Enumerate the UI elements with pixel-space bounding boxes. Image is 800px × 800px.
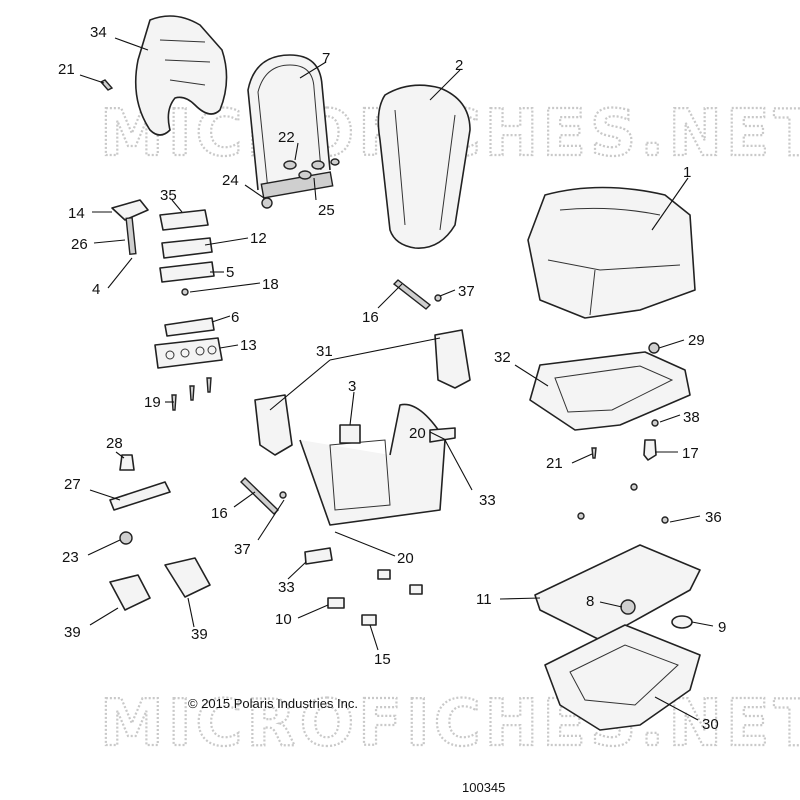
part-23-nut [119, 531, 133, 545]
callout-5: 5 [226, 264, 234, 281]
callout-20-lower: 20 [397, 550, 414, 567]
callout-27: 27 [64, 476, 81, 493]
callout-29: 29 [688, 332, 705, 349]
callout-30: 30 [702, 716, 719, 733]
part-14-latch-handle [111, 199, 149, 255]
part-24-nut [261, 197, 273, 209]
callout-28: 28 [106, 435, 123, 452]
callout-4: 4 [92, 281, 100, 298]
callout-21: 21 [58, 61, 75, 78]
part-33-strap-right [429, 427, 456, 443]
part-16-strap-top [392, 279, 442, 310]
callout-25: 25 [318, 202, 335, 219]
callout-7: 7 [322, 50, 330, 67]
callout-12: 12 [250, 230, 267, 247]
callout-36: 36 [705, 509, 722, 526]
callout-24: 24 [222, 172, 239, 189]
callout-10: 10 [275, 611, 292, 628]
part-6-plate [164, 317, 215, 337]
callout-8: 8 [586, 593, 594, 610]
part-8-grommet [620, 599, 636, 615]
callout-9: 9 [718, 619, 726, 636]
callout-1: 1 [683, 164, 691, 181]
callout-26: 26 [71, 236, 88, 253]
callout-37: 37 [458, 283, 475, 300]
part-11-gasket [534, 544, 701, 641]
callout-19: 19 [144, 394, 161, 411]
part-36-clips [577, 483, 669, 524]
callout-16-left: 16 [211, 505, 228, 522]
callout-18: 18 [262, 276, 279, 293]
callout-6: 6 [231, 309, 239, 326]
part-27-plate [109, 481, 171, 511]
part-16-strap-left [240, 477, 287, 515]
part-17-pin [643, 439, 657, 461]
part-10-clip [327, 597, 345, 609]
part-34-seat-back-shell [134, 15, 228, 136]
callout-21-right: 21 [546, 455, 563, 472]
part-21-screw-right [591, 447, 597, 459]
callout-39-right: 39 [191, 626, 208, 643]
callout-39-left: 39 [64, 624, 81, 641]
part-21-screw [99, 79, 114, 91]
callout-11: 11 [476, 591, 492, 608]
callout-37-left: 37 [234, 541, 251, 558]
callout-23: 23 [62, 549, 79, 566]
part-15-clip [361, 614, 377, 626]
part-12-bracket [161, 237, 213, 259]
part-28-pin [119, 454, 135, 471]
part-7-roll-frame [247, 54, 334, 199]
part-13-pad [154, 337, 223, 369]
part-33-strap-left [304, 547, 333, 565]
part-small-clips [377, 569, 423, 595]
callout-38: 38 [683, 409, 700, 426]
callout-numbers: 34 21 7 2 22 24 25 1 35 14 12 26 5 4 18 … [58, 24, 726, 733]
callout-2: 2 [455, 57, 463, 74]
callout-17: 17 [682, 445, 699, 462]
part-32-seat-base [529, 351, 691, 431]
callout-3: 3 [348, 378, 356, 395]
part-3-seat-frame [299, 403, 446, 526]
part-35-plate [159, 209, 209, 231]
part-19-screws [171, 377, 212, 411]
copyright-notice: © 2015 Polaris Industries Inc. [188, 696, 358, 711]
part-9-plug [671, 615, 693, 629]
leader-lines [79, 37, 714, 721]
callout-32: 32 [494, 349, 511, 366]
part-38-washer [651, 419, 659, 427]
callout-34: 34 [90, 24, 107, 41]
figure-number: 100345 [462, 780, 506, 795]
part-39-switch-right [164, 557, 211, 598]
callout-22: 22 [278, 129, 295, 146]
callout-33: 33 [479, 492, 496, 509]
part-30-storage-tub [544, 624, 701, 731]
callout-33-lower: 33 [278, 579, 295, 596]
callout-35: 35 [160, 187, 177, 204]
part-31-hinge-brackets [254, 329, 471, 456]
callout-20: 20 [409, 425, 426, 442]
part-5-latch [159, 261, 215, 296]
callout-13: 13 [240, 337, 257, 354]
part-1-seat-cushion [527, 186, 696, 319]
part-22-25-bolts [283, 158, 340, 180]
part-2-backrest-cushion [377, 84, 471, 249]
part-39-switch-left [109, 574, 151, 611]
callout-14: 14 [68, 205, 85, 222]
callout-31: 31 [316, 343, 333, 360]
callout-16: 16 [362, 309, 379, 326]
part-29-nut [648, 342, 660, 354]
callout-15: 15 [374, 651, 391, 668]
watermark-bottom: MICROFICHES.NET [100, 687, 800, 761]
